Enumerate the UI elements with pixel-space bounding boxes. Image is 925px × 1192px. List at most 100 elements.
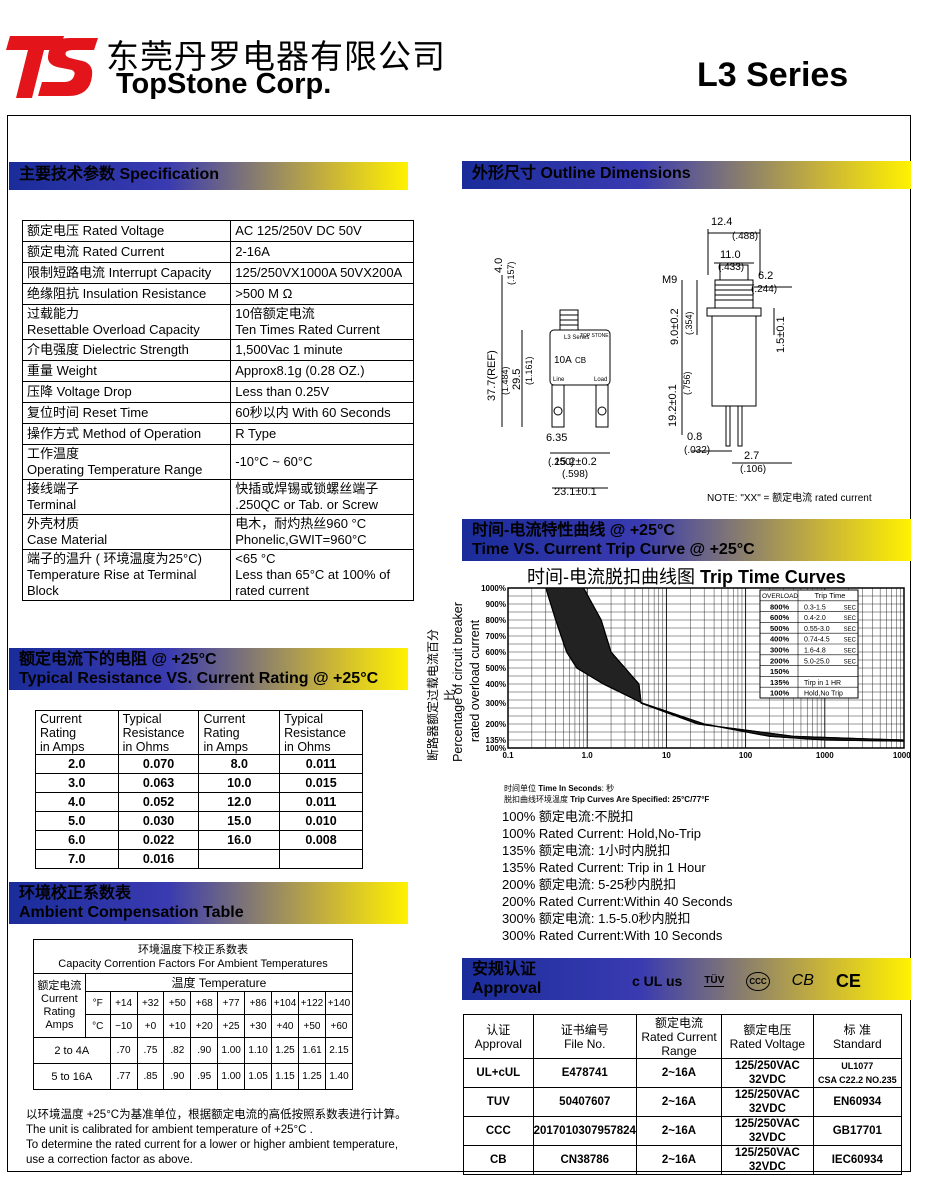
- legend-trip-time: 0.3-1.5: [804, 604, 826, 611]
- celsius-value: +60: [324, 1014, 354, 1038]
- current-rating: 5.0: [35, 811, 119, 831]
- fahrenheit-value: +14: [109, 991, 138, 1015]
- chart-title: 时间-电流脱扣曲线图 Trip Time Curves: [527, 563, 846, 589]
- current-rating: 8.0: [198, 754, 281, 774]
- dim-w635: 6.35: [546, 432, 567, 444]
- current-rating: 7.0: [35, 849, 119, 869]
- file-number: E478741: [532, 1058, 637, 1088]
- trip-line: 135% Rated Current: Trip in 1 Hour: [502, 860, 706, 875]
- resistance-ohms: 0.008: [279, 830, 363, 850]
- x-tick-label: 1.0: [582, 751, 594, 760]
- ambient-factor: .90: [190, 1037, 219, 1064]
- company-name-cn: 东莞丹罗电器有限公司: [106, 37, 446, 76]
- current-rating: 6.0: [35, 830, 119, 850]
- front-terminal-left: [551, 384, 565, 428]
- trip-line: 200% 额定电流: 5-25秒内脱扣: [502, 877, 677, 892]
- y-tick-label: 200%: [486, 720, 506, 729]
- celsius-value: +20: [190, 1014, 219, 1038]
- ambient-factor: 1.25: [298, 1063, 326, 1090]
- spec-key: 额定电压 Rated Voltage: [21, 220, 232, 242]
- fahrenheit-value: +86: [244, 991, 273, 1015]
- ambient-factor: 1.61: [298, 1037, 326, 1064]
- dim-d1i: (.488): [732, 231, 758, 242]
- legend-trip-time: 0.55-3.0: [804, 626, 830, 633]
- current-range: 2~16A: [635, 1087, 723, 1117]
- resistance-title-en: Typical Resistance VS. Current Rating @ …: [19, 670, 379, 687]
- dim-d2i: (.433): [718, 262, 744, 273]
- current-rating: 10.0: [198, 773, 281, 793]
- chart-xlabel: 时间单位 Time In Seconds: 秒: [504, 783, 614, 794]
- ul-logo-icon: c UL us: [632, 973, 683, 989]
- chart-title-en: Trip Time Curves: [700, 567, 846, 587]
- celsius-value: +10: [163, 1014, 192, 1038]
- legend-trip-time: 5.0-25.0: [804, 658, 830, 665]
- file-number: CN38786: [532, 1145, 637, 1175]
- body-load: Load: [594, 377, 607, 383]
- spec-value: R Type: [230, 423, 414, 445]
- legend-overload: 400%: [770, 635, 790, 644]
- spec-key: 重量 Weight: [21, 360, 232, 382]
- legend-overload: 500%: [770, 624, 790, 633]
- content-frame: [7, 115, 911, 1172]
- spec-value: 60秒以内 With 60 Seconds: [230, 402, 414, 424]
- current-rating: 12.0: [198, 792, 281, 812]
- chart-ylabel-en1: Percentage of circuit breaker: [451, 602, 465, 762]
- logo-mark: [6, 30, 102, 102]
- trip-line: 100% Rated Current: Hold,No-Trip: [502, 826, 701, 841]
- spec-key: 限制短路电流 Interrupt Capacity: [21, 262, 232, 284]
- ambient-range-label: 2 to 4A: [33, 1037, 111, 1064]
- file-number: 50407607: [532, 1087, 637, 1117]
- dim-h90i: (.354): [684, 311, 694, 335]
- ambient-title-cn: 环境校正系数表: [19, 885, 132, 902]
- legend-overload: 800%: [770, 602, 790, 611]
- fahrenheit-value: +104: [271, 991, 299, 1015]
- trip-line: 200% Rated Current:Within 40 Seconds: [502, 894, 733, 909]
- celsius-unit: °C: [84, 1014, 111, 1038]
- dim-h377: 37.7(REF): [486, 350, 498, 401]
- resistance-ohms: 0.052: [117, 792, 200, 812]
- outline-title-bar: 外形尺寸 Outline Dimensions: [462, 161, 911, 189]
- spec-key: 绝缘阻抗 Insulation Resistance: [21, 283, 232, 305]
- series-title: L3 Series: [697, 56, 849, 94]
- chart-xlabel-tail: : 秒: [601, 784, 615, 793]
- ambient-factor: .85: [136, 1063, 165, 1090]
- legend-overload: 600%: [770, 613, 790, 622]
- celsius-value: −10: [109, 1014, 138, 1038]
- legend-overload: 200%: [770, 656, 790, 665]
- resistance-ohms: 0.011: [279, 792, 363, 812]
- y-tick-label: 700%: [486, 632, 506, 641]
- fahrenheit-value: +68: [190, 991, 219, 1015]
- trip-line: 100% 额定电流:不脱扣: [502, 809, 634, 824]
- approval-agency: CCC: [463, 1116, 534, 1146]
- approval-agency: TUV: [463, 1087, 534, 1117]
- ambient-range-label: 5 to 16A: [33, 1063, 111, 1090]
- approval-title-en: Approval: [472, 980, 542, 997]
- ambient-factor: .95: [190, 1063, 219, 1090]
- x-tick-label: 10000: [893, 751, 910, 760]
- legend-head-overload: OVERLOAD: [762, 593, 798, 600]
- y-tick-label: 100%: [486, 744, 506, 753]
- dim-m9: M9: [662, 274, 677, 286]
- chart-xlabel-cn: 时间单位: [504, 784, 536, 793]
- dim-w152: 15.2±0.2: [554, 456, 597, 468]
- dim-d3i: (.244): [751, 284, 777, 295]
- x-tick-label: 1000: [816, 751, 834, 760]
- fahrenheit-value: +32: [136, 991, 165, 1015]
- dim-h377i: (1.484): [500, 366, 510, 395]
